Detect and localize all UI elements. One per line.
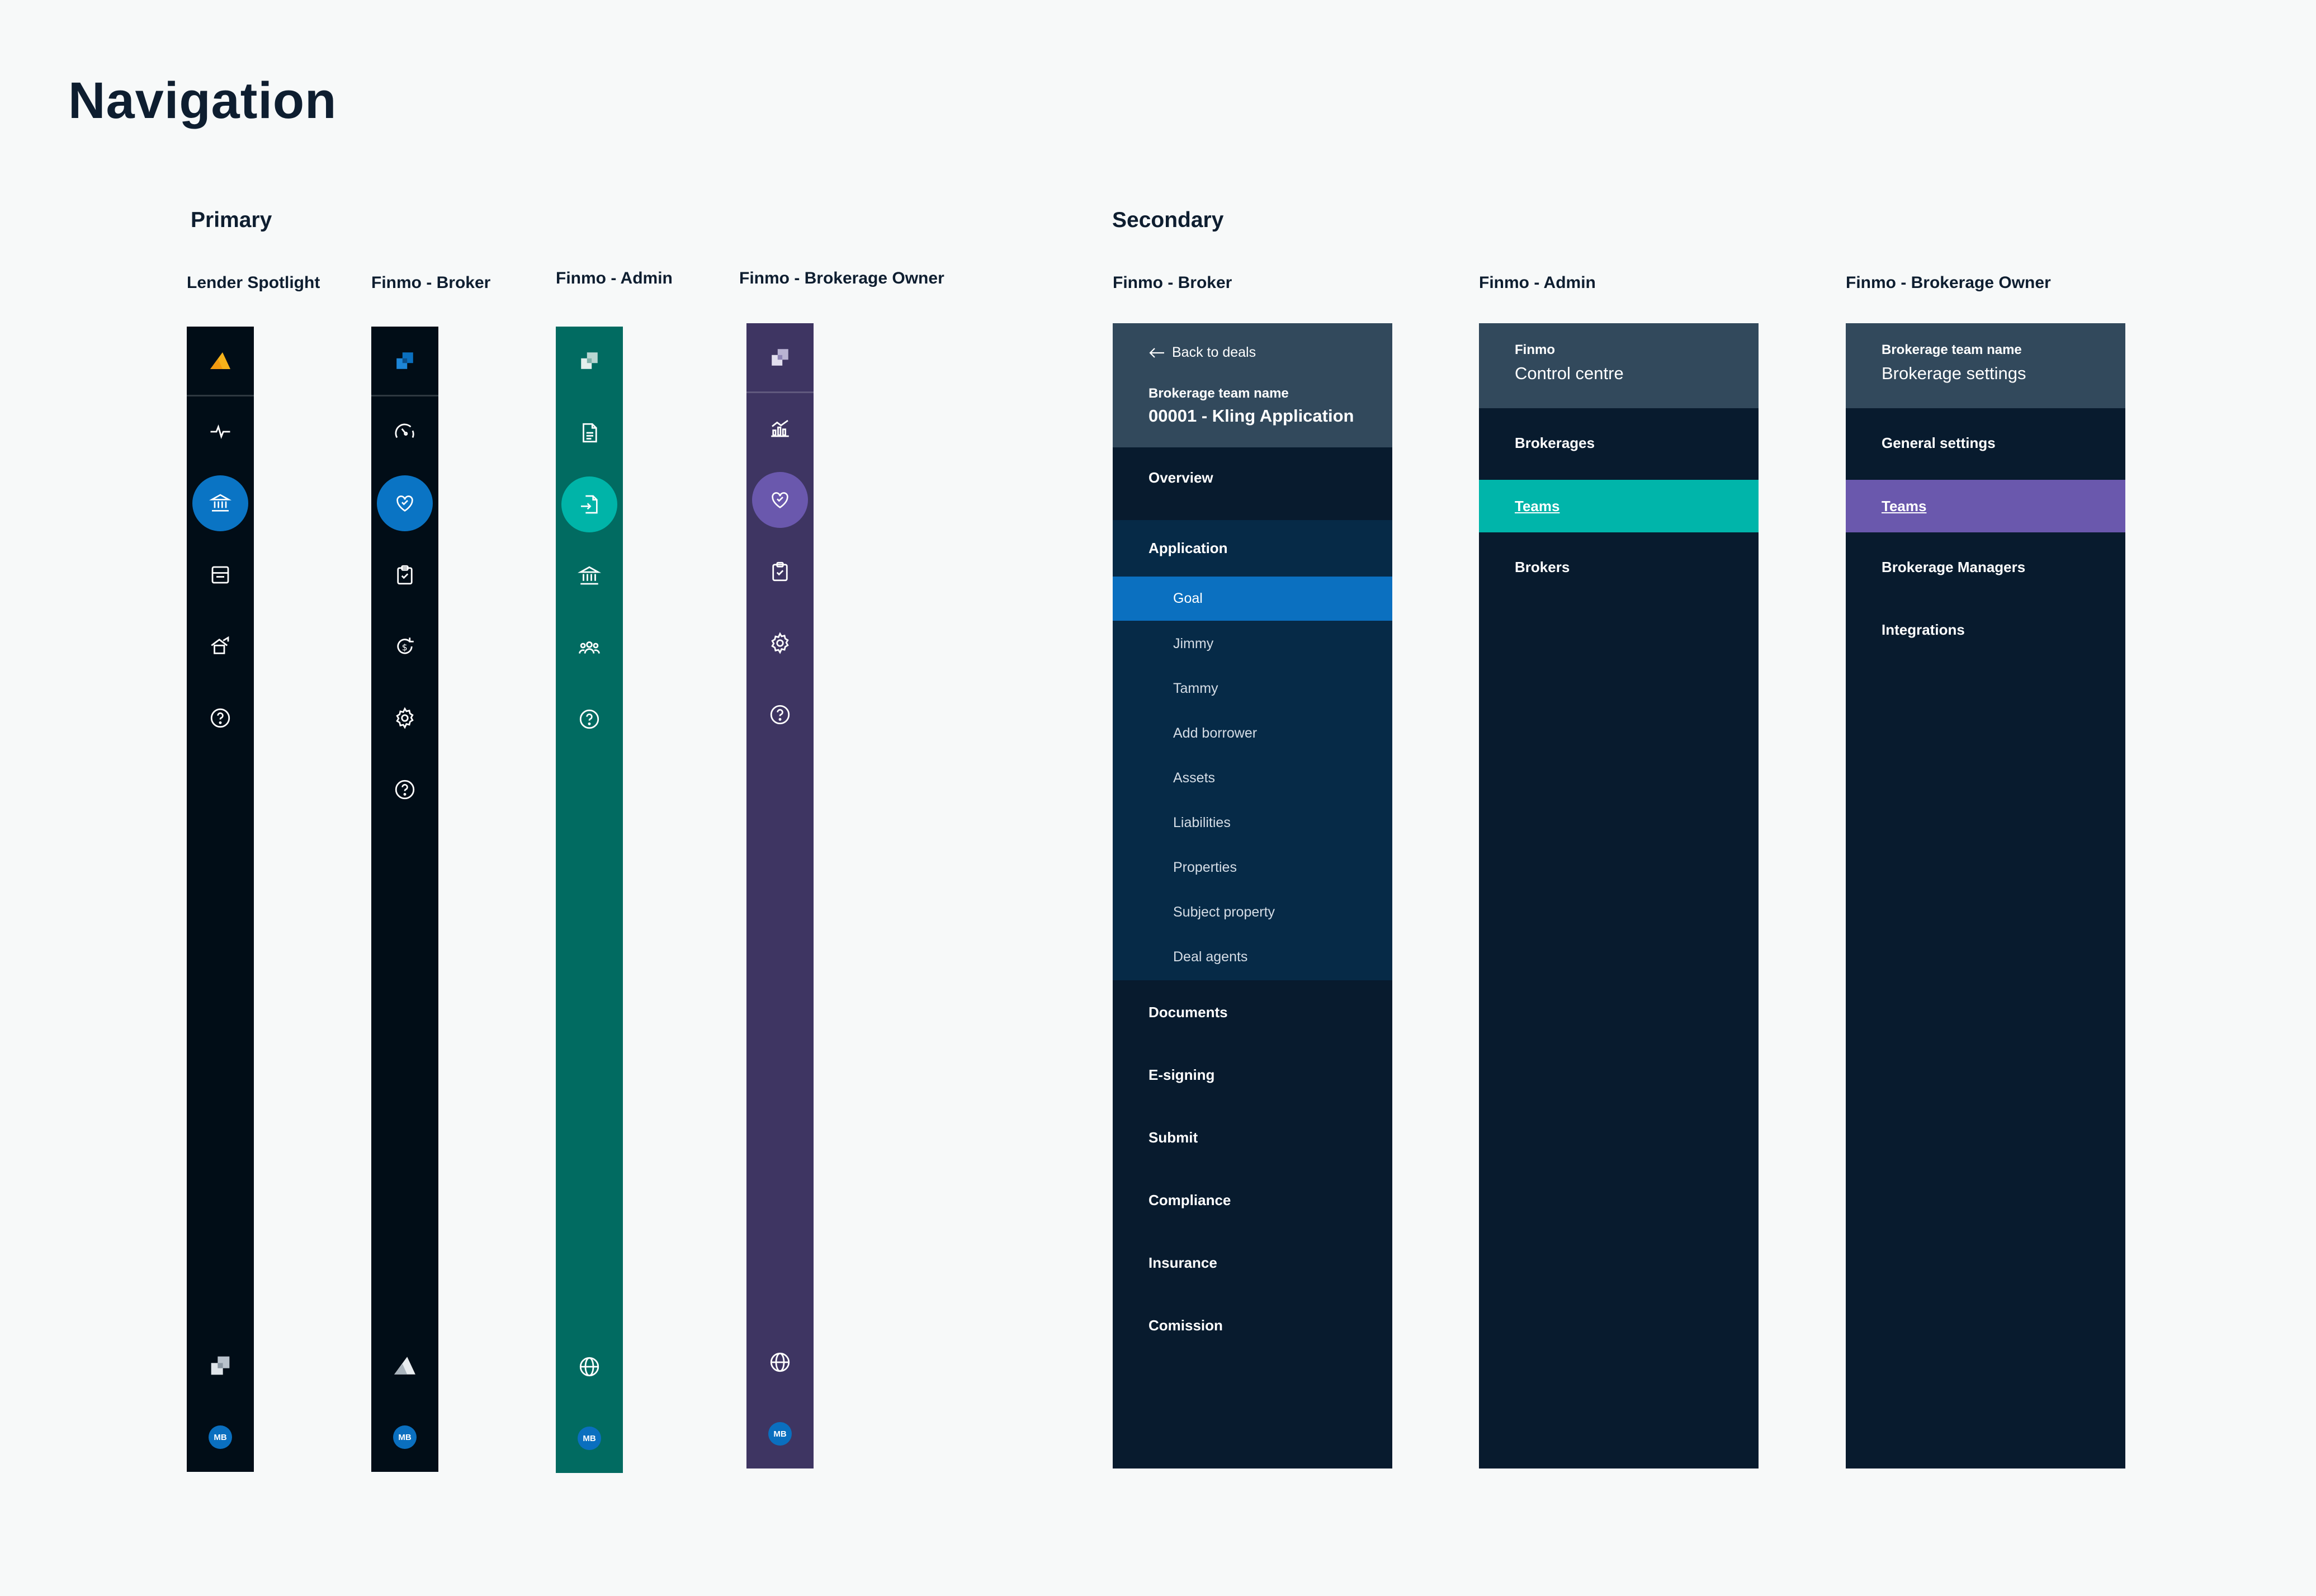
panel-title: Brokerage settings [1882,363,2026,383]
secondary-nav-finmo-brokerage-owner: Brokerage team name Brokerage settings G… [1846,323,2125,1468]
panel-label-finmo-brokerage-owner: Finmo - Brokerage Owner [1846,273,2051,292]
panel-header: Finmo Control centre [1479,323,1759,408]
application-title: 00001 - Kling Application [1148,406,1354,426]
bank-icon[interactable] [561,548,617,604]
team-caption: Brokerage team name [1882,342,2022,357]
secondary-nav-finmo-broker: Back to deals Brokerage team name 00001 … [1113,323,1392,1468]
pulse-icon[interactable] [192,404,248,460]
avatar[interactable]: MB [209,1425,232,1449]
nav-item-general-settings[interactable]: General settings [1882,434,1996,451]
finmo-logo-icon[interactable] [746,323,814,391]
primary-heading: Primary [191,208,272,232]
active-indicator [1113,577,1392,621]
nav-item-documents[interactable]: Documents [1148,1003,1228,1021]
nav-item-compliance[interactable]: Compliance [1148,1191,1231,1208]
nav-item-comission[interactable]: Comission [1148,1316,1223,1334]
finmo-logo-icon[interactable] [192,1338,248,1394]
panel-label-finmo-admin: Finmo - Admin [1479,273,1596,292]
refinance-icon[interactable]: $ [377,618,433,674]
sub-item-deal-agents[interactable]: Deal agents [1173,948,1248,965]
sub-item-jimmy[interactable]: Jimmy [1173,635,1214,651]
document-list-icon[interactable] [192,547,248,603]
nav-item-e-signing[interactable]: E-signing [1148,1066,1215,1083]
gear-icon[interactable] [377,690,433,746]
handshake-icon[interactable] [752,472,808,528]
document-icon[interactable] [561,405,617,461]
globe-icon[interactable] [752,1334,808,1390]
page-title: Navigation [68,72,337,129]
sub-item-liabilities[interactable]: Liabilities [1173,814,1231,830]
team-icon[interactable] [561,620,617,676]
primary-nav-lender-spotlight: MB [187,327,254,1472]
rail-label-finmo-admin: Finmo - Admin [556,269,673,287]
primary-nav-finmo-brokerage-owner: MB [746,323,814,1468]
nav-item-integrations[interactable]: Integrations [1882,621,1965,638]
svg-text:$: $ [402,642,408,653]
clipboard-check-icon[interactable] [377,547,433,603]
help-icon[interactable] [377,762,433,818]
help-icon[interactable] [561,691,617,747]
nav-item-brokers[interactable]: Brokers [1515,558,1570,575]
primary-nav-finmo-broker: $ MB [371,327,438,1472]
rail-label-finmo-brokerage-owner: Finmo - Brokerage Owner [739,269,944,287]
avatar[interactable]: MB [393,1425,417,1449]
gear-icon[interactable] [752,615,808,671]
finmo-logo-icon[interactable] [371,327,438,395]
help-icon[interactable] [752,687,808,743]
sub-item-subject-property[interactable]: Subject property [1173,904,1275,920]
sub-item-properties[interactable]: Properties [1173,859,1237,875]
nav-item-application[interactable]: Application [1148,539,1228,556]
team-caption: Brokerage team name [1148,386,1289,401]
handshake-icon[interactable] [377,475,433,531]
bank-icon[interactable] [192,475,248,531]
nav-item-brokerages[interactable]: Brokerages [1515,434,1595,451]
file-import-icon[interactable] [561,476,617,532]
sub-item-add-borrower[interactable]: Add borrower [1173,725,1258,741]
gauge-icon[interactable] [377,404,433,460]
sub-item-assets[interactable]: Assets [1173,769,1216,786]
panel-label-finmo-broker: Finmo - Broker [1113,273,1232,292]
arrow-left-icon [1149,347,1164,358]
nav-item-teams[interactable]: Teams [1846,480,2125,532]
back-to-deals-link[interactable]: Back to deals [1148,344,1256,361]
primary-nav-finmo-admin: MB [556,327,623,1473]
avatar[interactable]: MB [768,1422,792,1446]
globe-icon[interactable] [561,1339,617,1395]
secondary-heading: Secondary [1112,208,1224,232]
nav-item-submit[interactable]: Submit [1148,1128,1198,1146]
panel-title: Control centre [1515,363,1624,383]
sub-item-tammy[interactable]: Tammy [1173,680,1218,696]
rail-label-lender-spotlight: Lender Spotlight [187,273,320,292]
panel-header: Brokerage team name Brokerage settings [1846,323,2125,408]
sub-item-goal[interactable]: Goal [1173,591,1203,606]
org-caption: Finmo [1515,342,1555,357]
clipboard-check-icon[interactable] [752,544,808,599]
house-growth-icon[interactable] [192,618,248,674]
help-icon[interactable] [192,690,248,746]
nav-item-brokerage-managers[interactable]: Brokerage Managers [1882,558,2026,575]
nav-item-insurance[interactable]: Insurance [1148,1254,1217,1271]
lender-logo-icon[interactable] [377,1338,433,1394]
nav-item-teams[interactable]: Teams [1479,480,1759,532]
nav-item-overview[interactable]: Overview [1148,469,1213,486]
lender-logo-icon[interactable] [187,327,254,395]
finmo-logo-icon[interactable] [556,327,623,395]
panel-header: Back to deals Brokerage team name 00001 … [1113,323,1392,447]
secondary-nav-finmo-admin: Finmo Control centre Brokerages Teams Br… [1479,323,1759,1468]
rail-label-finmo-broker: Finmo - Broker [371,273,491,292]
avatar[interactable]: MB [578,1427,601,1450]
chart-icon[interactable] [752,400,808,456]
